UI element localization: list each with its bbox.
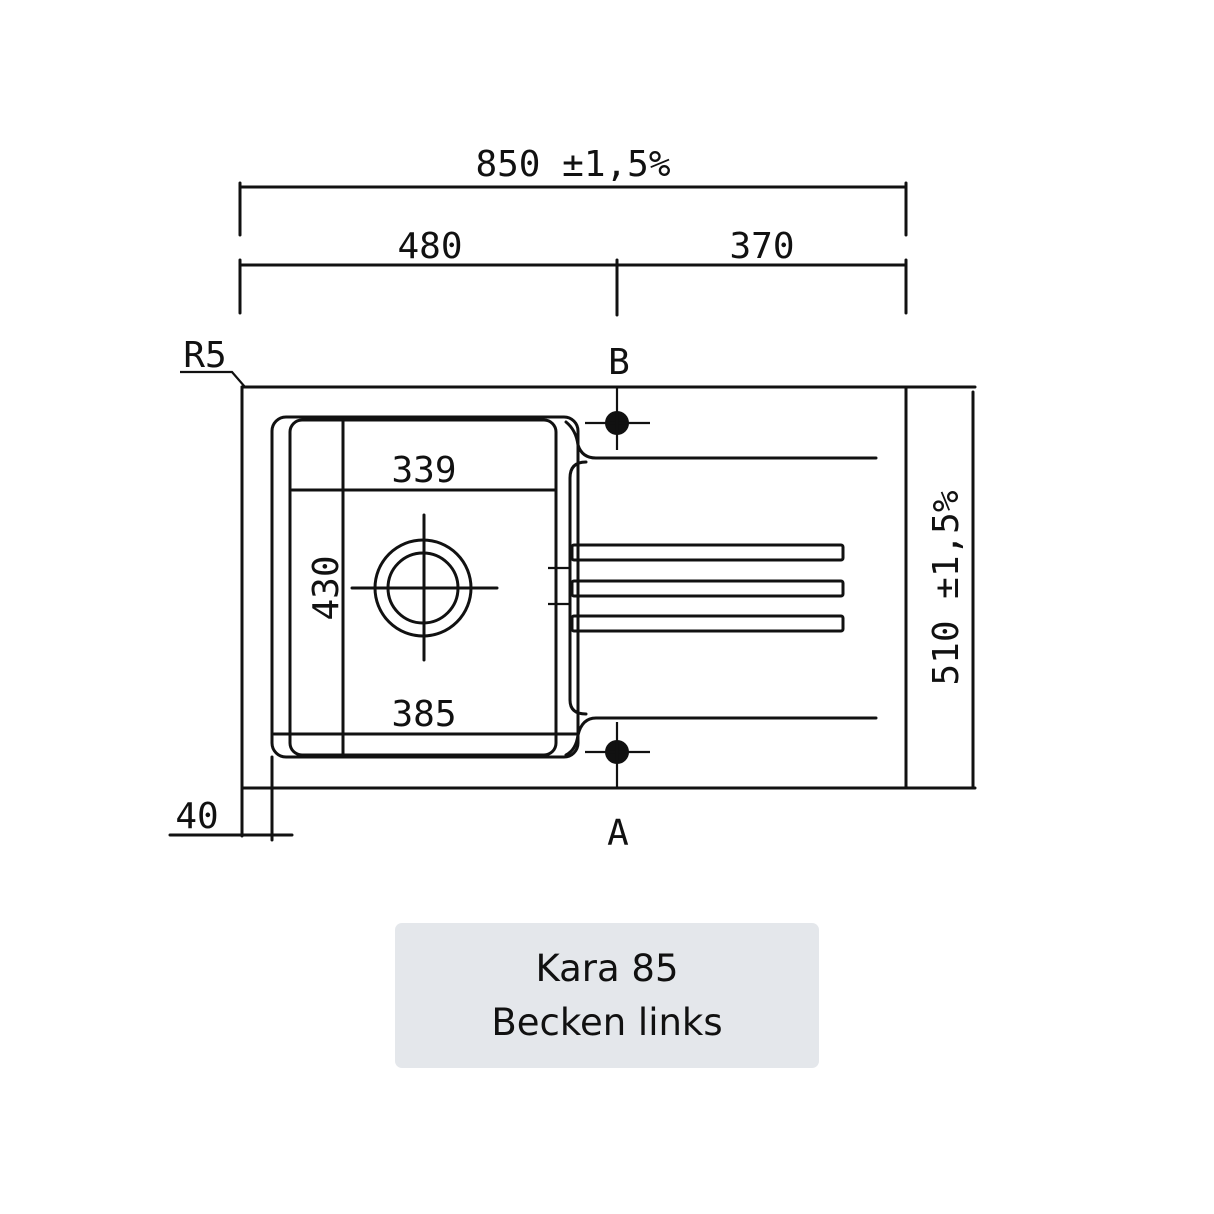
- drainer-section-label: 370: [729, 226, 794, 267]
- tap-hole-a-label: A: [607, 813, 629, 854]
- sink-outline: [240, 385, 977, 838]
- edge-offset-label: 40: [175, 796, 218, 837]
- caption-box: Kara 85 Becken links: [395, 923, 819, 1068]
- overall-width-label: 850 ±1,5%: [475, 144, 670, 185]
- inner-width-top-label: 339: [391, 450, 456, 491]
- caption-model: Kara 85: [535, 946, 679, 990]
- bowl-depth-label: 430: [306, 555, 347, 620]
- corner-radius-callout: R5: [180, 335, 246, 388]
- section-dimension: 480 370: [238, 226, 908, 317]
- tap-hole-a: A: [585, 722, 650, 854]
- tap-hole-b-label: B: [608, 342, 630, 383]
- inner-width-bottom-label: 385: [391, 694, 456, 735]
- overall-depth-label: 510 ±1,5%: [926, 490, 967, 685]
- drain-icon: [350, 513, 499, 662]
- caption-variant: Becken links: [491, 1000, 723, 1044]
- bowl: 339 385 430: [270, 415, 580, 759]
- overall-width-dimension: 850 ±1,5%: [238, 144, 908, 237]
- drainer: [548, 420, 878, 757]
- bowl-section-label: 480: [397, 226, 462, 267]
- edge-offset-dimension: 40: [168, 755, 294, 842]
- corner-radius-label: R5: [183, 335, 226, 376]
- overall-depth-dimension: 510 ±1,5%: [926, 390, 975, 790]
- tap-hole-b: B: [585, 342, 650, 450]
